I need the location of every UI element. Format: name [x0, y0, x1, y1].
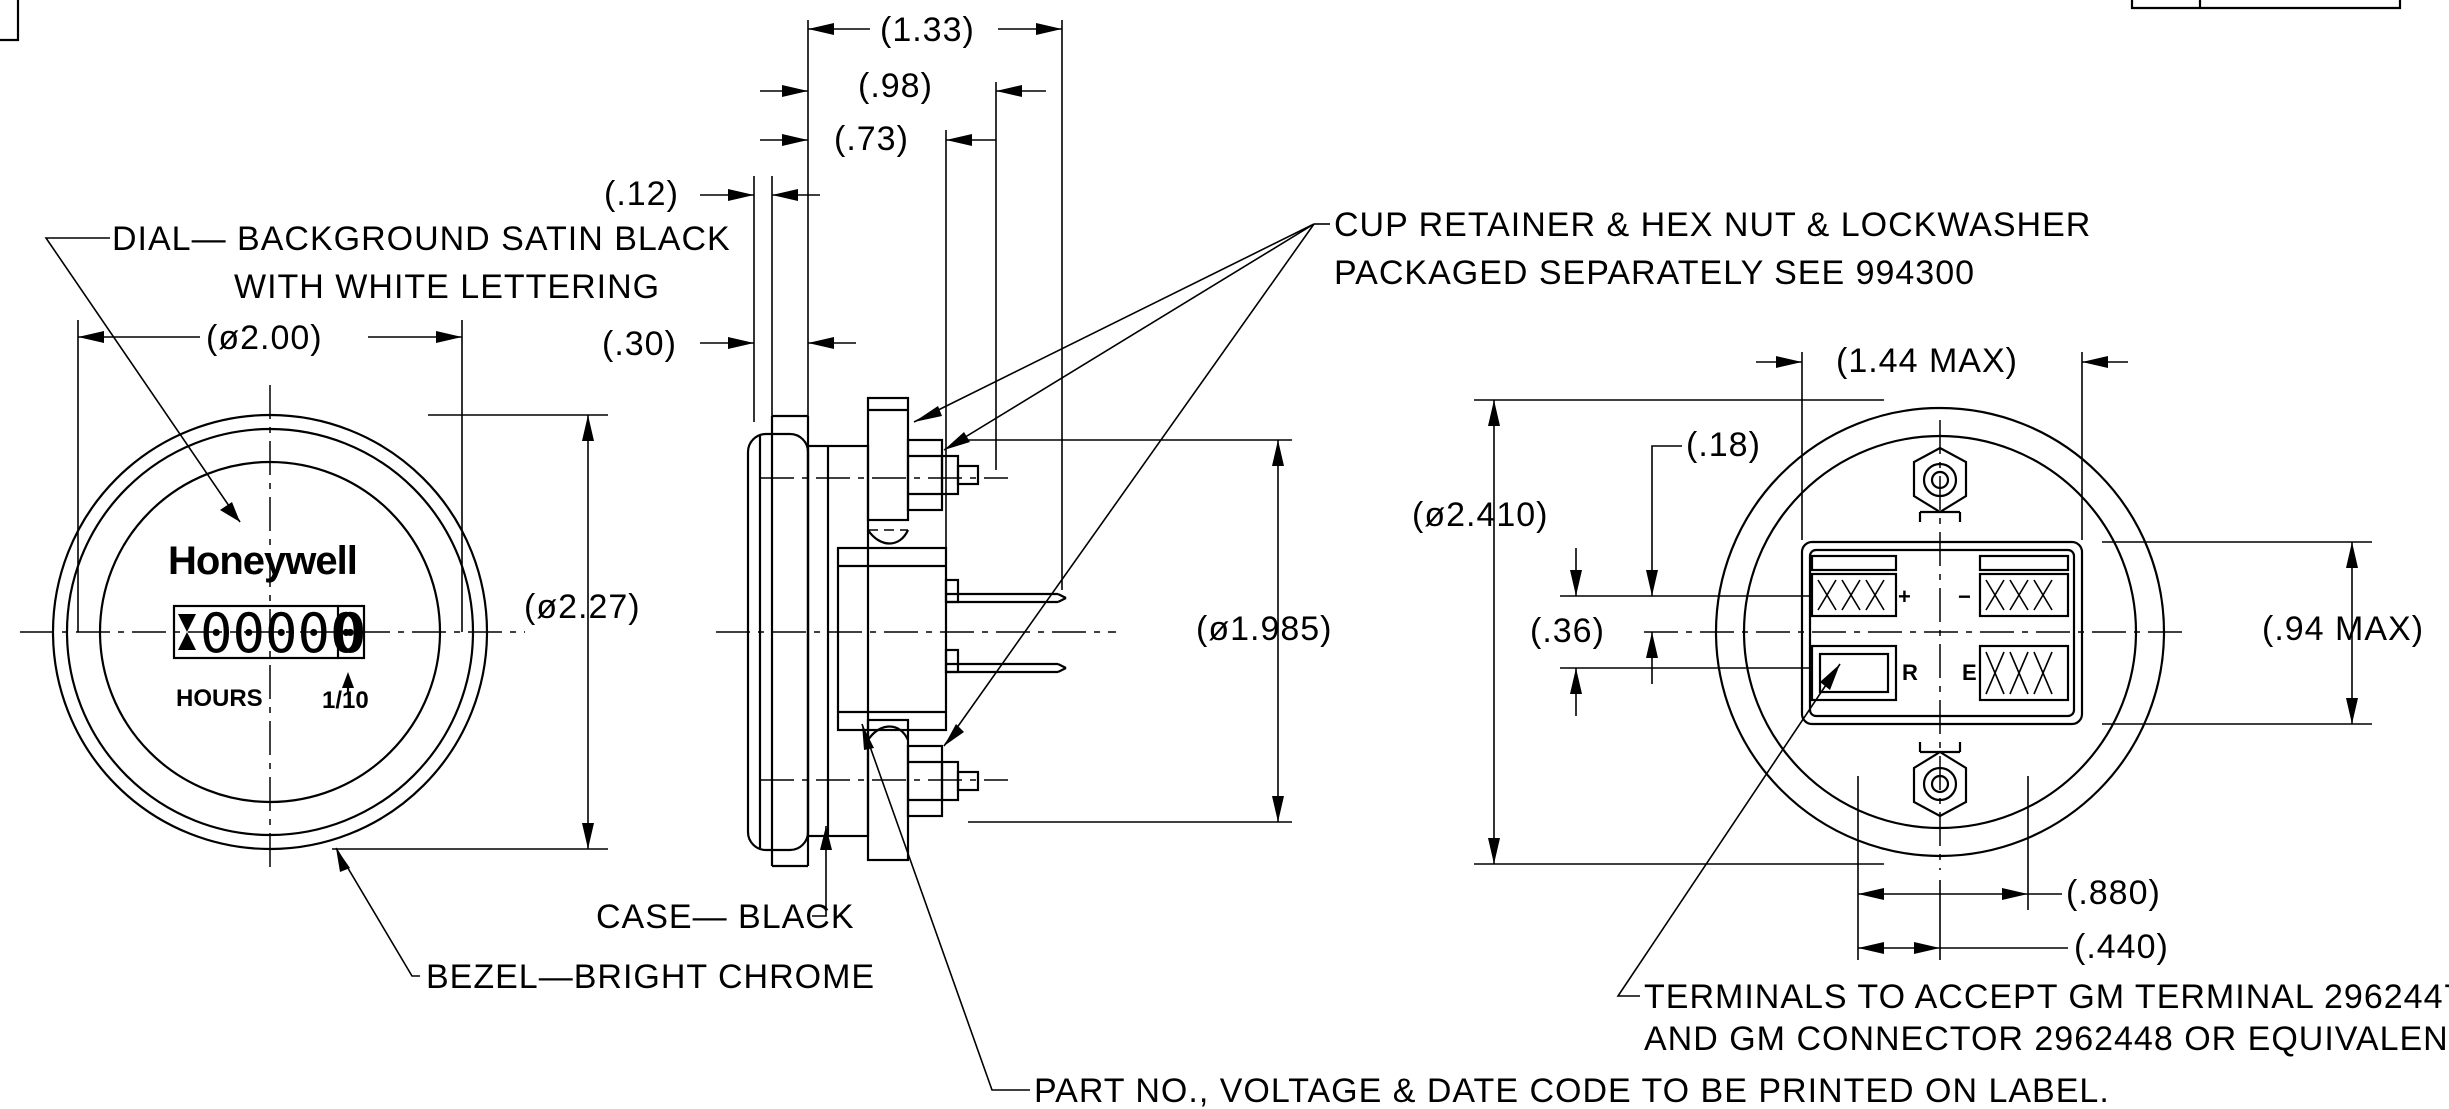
- tenths-arrow: [342, 672, 354, 688]
- terminal-minus-label: −: [1958, 584, 1971, 609]
- note-case: CASE— BLACK: [596, 898, 855, 936]
- rear-view: + − R E (1.44 MAX) (.18) (ø2.410) (.36): [1412, 342, 2449, 1058]
- dim-0-440: (.440): [2074, 928, 2169, 966]
- dim-0-94-max: (.94 MAX): [2262, 610, 2424, 648]
- brand-logo: Honeywell: [168, 539, 357, 583]
- tenths-label: 1/10: [322, 687, 369, 714]
- dim-0-98: (.98): [858, 67, 933, 105]
- dim-1-44-max: (1.44 MAX): [1836, 342, 2018, 380]
- rear-stud-top: [1912, 446, 1968, 522]
- note-part-no: PART NO., VOLTAGE & DATE CODE TO BE PRIN…: [1034, 1072, 2110, 1109]
- dim-1-33: (1.33): [880, 11, 975, 49]
- note-cup-line2: PACKAGED SEPARATELY SEE 994300: [1334, 254, 1975, 292]
- note-dial-line1: DIAL— BACKGROUND SATIN BLACK: [112, 220, 731, 258]
- terminal-r-label: R: [1902, 660, 1918, 685]
- drawing-frame: [0, 0, 2402, 42]
- dim-0-30: (.30): [602, 325, 677, 363]
- connector-housing: [836, 546, 948, 732]
- terminal-plus-label: +: [1898, 584, 1911, 609]
- terminal-e-label: E: [1962, 660, 1977, 685]
- bezel-profile: [746, 432, 810, 852]
- front-view: Honeywell 00000 0 HOURS 1/10 (ø2.00) (ø2…: [20, 220, 875, 996]
- counter-window: [172, 604, 366, 660]
- terminal-e-cavity: [1978, 644, 2070, 702]
- note-bezel: BEZEL—BRIGHT CHROME: [426, 958, 875, 996]
- counter-tenths-digit: 0: [334, 602, 367, 665]
- dim-dia-2-27: (ø2.27): [524, 588, 641, 626]
- dim-0-18: (.18): [1686, 426, 1761, 464]
- hours-label: HOURS: [176, 685, 263, 712]
- side-view: (1.33) (.98) (.73) (.12) (.30) (ø1.985): [596, 11, 2110, 1109]
- dim-dia-2-410: (ø2.410): [1412, 496, 1549, 534]
- dim-dia-1-985: (ø1.985): [1196, 610, 1333, 648]
- dim-0-36: (.36): [1530, 612, 1605, 650]
- dim-0-12: (.12): [604, 175, 679, 213]
- dim-0-73: (.73): [834, 120, 909, 158]
- rear-stud-bottom: [1912, 742, 1968, 818]
- terminal-minus-cavity: [1978, 572, 2070, 618]
- terminal-r-cavity: [1810, 644, 1898, 702]
- dim-dia-2-00: (ø2.00): [206, 319, 323, 357]
- rear-connector: [1800, 540, 2084, 726]
- case-body: [806, 444, 870, 838]
- note-cup-line1: CUP RETAINER & HEX NUT & LOCKWASHER: [1334, 206, 2091, 244]
- terminal-plus-cavity: [1810, 572, 1898, 618]
- note-terminals-line2: AND GM CONNECTOR 2962448 OR EQUIVALENT: [1644, 1020, 2449, 1058]
- counter-digits: 00000: [200, 602, 363, 665]
- hourglass-icon: [178, 614, 196, 650]
- note-dial-line2: WITH WHITE LETTERING: [234, 268, 660, 306]
- note-terminals-line1: TERMINALS TO ACCEPT GM TERMINAL 2962447: [1644, 978, 2449, 1016]
- dim-0-880: (.880): [2066, 874, 2161, 912]
